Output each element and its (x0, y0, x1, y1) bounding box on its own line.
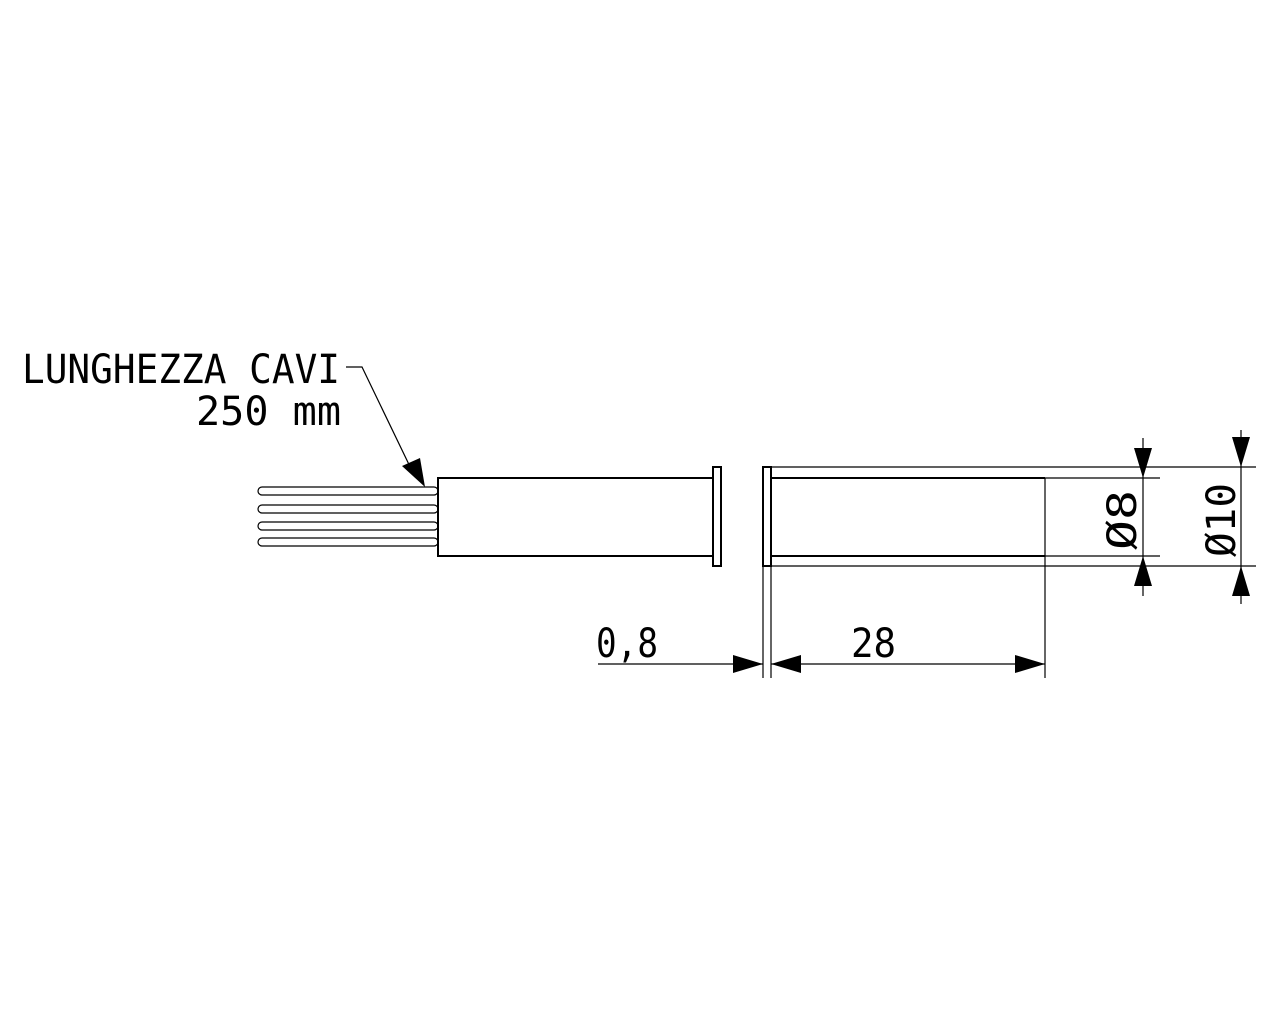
dimension-arrow-gap (733, 655, 763, 673)
dimension-arrow-length-right (1015, 655, 1045, 673)
sensor-flange (712, 466, 722, 567)
dimension-arrow-inner-top (1134, 448, 1152, 478)
magnet-flange (762, 466, 772, 567)
wire-bundle (257, 486, 439, 547)
wire (257, 537, 439, 547)
dimension-arrow-length-left (771, 655, 801, 673)
leader-line (346, 366, 416, 478)
sensor-body (437, 477, 714, 557)
dimension-inner-diameter-label: Ø8 (1100, 490, 1146, 550)
cable-length-value: 250 mm (196, 389, 341, 435)
dimension-gap-label: 0,8 (596, 621, 658, 667)
dimension-arrow-outer-bottom (1232, 566, 1250, 596)
leader-arrowhead (402, 458, 425, 487)
wire (257, 486, 439, 496)
cable-length-label: LUNGHEZZA CAVI (22, 347, 340, 393)
dimension-arrow-outer-top (1232, 437, 1250, 467)
wire (257, 521, 439, 531)
dimension-outer-diameter-label: Ø10 (1199, 483, 1245, 557)
wire (257, 504, 439, 514)
dimension-arrow-inner-bottom (1134, 556, 1152, 586)
dimension-length-label: 28 (851, 621, 896, 667)
